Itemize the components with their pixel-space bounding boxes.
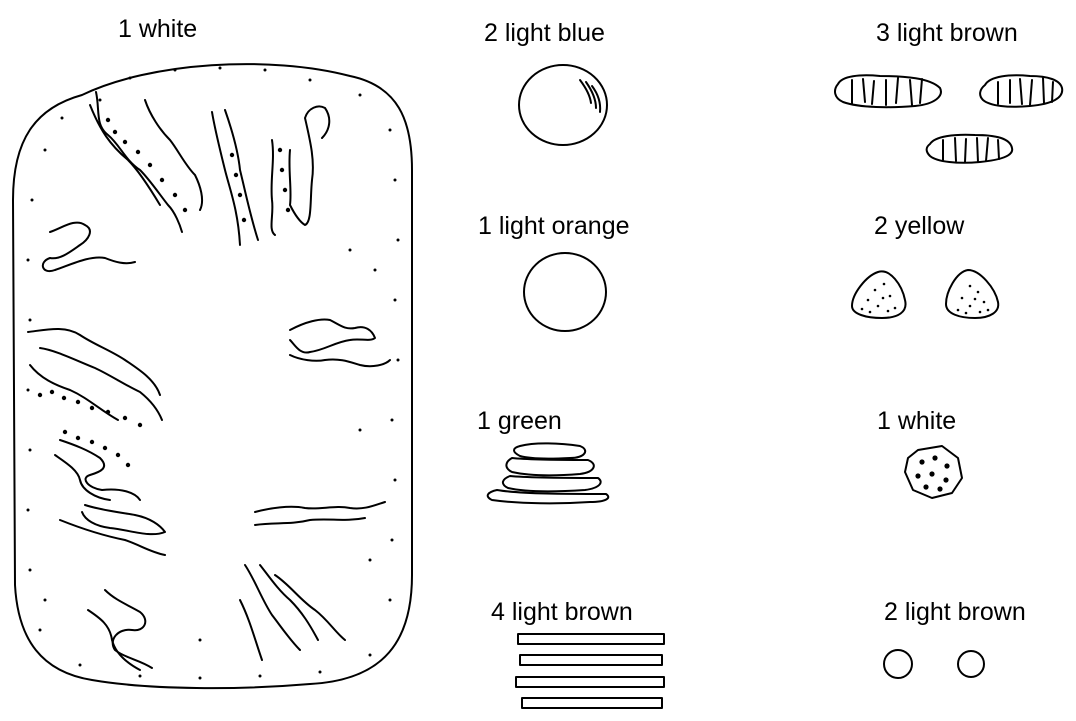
oval-3	[927, 135, 1013, 163]
light-brown-rectangles	[516, 634, 664, 708]
light-orange-circle	[524, 253, 606, 331]
oval-1	[835, 75, 941, 107]
interior-dark-dots	[38, 118, 290, 467]
green-layers	[488, 443, 609, 503]
triangle-1	[852, 271, 906, 318]
yellow-triangles	[852, 270, 998, 318]
white-dotted-octagon	[905, 446, 962, 498]
oval-2	[980, 75, 1062, 106]
light-blue-circle	[519, 65, 607, 145]
light-brown-small-circles	[884, 650, 984, 678]
interior-squiggles	[28, 92, 390, 670]
large-white-shape	[13, 64, 412, 688]
light-brown-ovals	[835, 75, 1062, 162]
triangle-2	[946, 270, 998, 318]
interior-speckles	[27, 67, 400, 680]
